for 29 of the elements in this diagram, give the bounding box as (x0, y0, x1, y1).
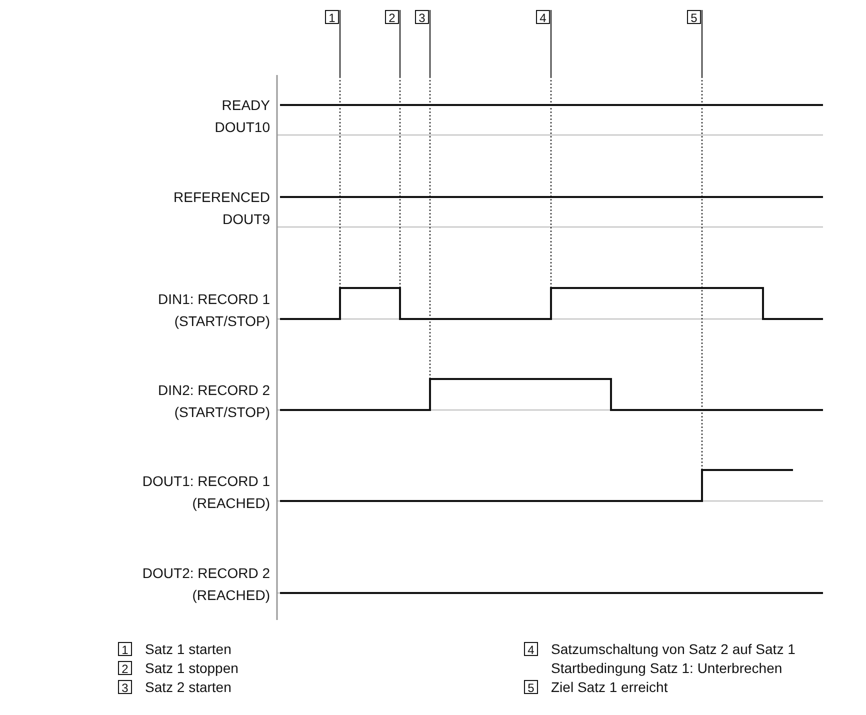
legend-text: Satz 2 starten (145, 679, 232, 695)
callout-number: 5 (687, 10, 701, 24)
signal-label: DOUT9 (222, 211, 270, 227)
callout-number: 2 (385, 10, 399, 24)
legend-text: Startbedingung Satz 1: Unterbrechen (551, 660, 782, 676)
signal-label: DOUT2: RECORD 2 (142, 565, 270, 581)
legend-text: Satz 1 starten (145, 641, 232, 657)
signal-label: DOUT10 (214, 119, 270, 135)
callout-number: 1 (118, 642, 132, 656)
signal-label: (START/STOP) (174, 313, 270, 329)
callout-number: 4 (524, 642, 538, 656)
callout-number: 3 (118, 680, 132, 694)
callout-number: 2 (118, 661, 132, 675)
signal-label: (REACHED) (192, 587, 270, 603)
signal-label: DIN2: RECORD 2 (158, 382, 270, 398)
legend-text: Satzumschaltung von Satz 2 auf Satz 1 (551, 641, 796, 657)
signal-label: DIN1: RECORD 1 (158, 291, 270, 307)
callout-number: 5 (524, 680, 538, 694)
callout-number: 4 (536, 10, 550, 24)
signal-label: (START/STOP) (174, 404, 270, 420)
legend-text: Satz 1 stoppen (145, 660, 238, 676)
signal-label: (REACHED) (192, 495, 270, 511)
signal-label: REFERENCED (174, 189, 270, 205)
callout-number: 1 (325, 10, 339, 24)
leader-line (550, 10, 552, 288)
signal-label: READY (222, 97, 270, 113)
signal-label: DOUT1: RECORD 1 (142, 473, 270, 489)
legend-text: Ziel Satz 1 erreicht (551, 679, 668, 695)
callout-number: 3 (415, 10, 429, 24)
